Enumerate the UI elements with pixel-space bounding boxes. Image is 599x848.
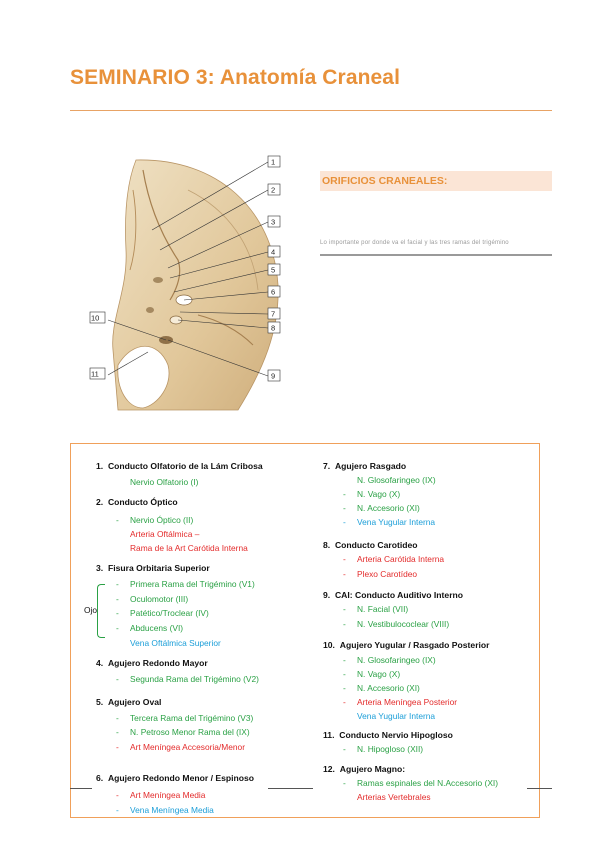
- list-item: Tercera Rama del Trigémino (V3): [130, 713, 254, 723]
- list-item: N. Hipogloso (XII): [357, 744, 424, 754]
- dash-bullet: -: [343, 697, 346, 707]
- section-heading-2: 2. Conducto Óptico: [96, 497, 178, 507]
- orificios-header: ORIFICIOS CRANEALES:: [320, 171, 552, 191]
- section-heading-4: 4. Agujero Redondo Mayor: [96, 658, 208, 668]
- list-item: Arteria Carótida Interna: [357, 554, 445, 564]
- section-heading-7: 7. Agujero Rasgado: [323, 461, 407, 471]
- dash-bullet: -: [116, 713, 119, 723]
- dash-bullet: -: [343, 619, 346, 629]
- figure-label: 6: [271, 288, 275, 297]
- dash-bullet: -: [116, 674, 119, 684]
- figure-label: 8: [271, 324, 275, 333]
- list-item: Segunda Rama del Trigémino (V2): [130, 674, 259, 684]
- fold-mark: [268, 788, 313, 789]
- fold-mark: [70, 788, 92, 789]
- figure-label: 2: [271, 186, 275, 195]
- dash-bullet: -: [343, 489, 346, 499]
- dash-bullet: -: [343, 655, 346, 665]
- list-item: N. Facial (VII): [357, 604, 409, 614]
- list-item: Arteria Meníngea Posterior: [357, 697, 458, 707]
- list-item: Plexo Carotídeo: [357, 569, 418, 579]
- list-item: Vena Oftálmica Superior: [130, 638, 221, 648]
- section-heading-5: 5. Agujero Oval: [96, 697, 162, 707]
- section-heading-3: 3. Fisura Orbitaria Superior: [96, 563, 210, 573]
- dash-bullet: -: [116, 608, 119, 618]
- dash-bullet: -: [343, 683, 346, 693]
- list-item: N. Glosofaringeo (IX): [357, 655, 436, 665]
- list-item: Art Meníngea Accesoria/Menor: [130, 742, 245, 752]
- figure-label: 11: [91, 370, 99, 379]
- dash-bullet: -: [343, 778, 346, 788]
- ojo-label: Ojo: [84, 605, 98, 615]
- section-heading-6: 6. Agujero Redondo Menor / Espinoso: [96, 773, 255, 783]
- list-item: Primera Rama del Trigémino (V1): [130, 579, 255, 589]
- section-heading-8: 8. Conducto Carotideo: [323, 540, 418, 550]
- figure-label: 10: [91, 314, 99, 323]
- dash-bullet: -: [343, 517, 346, 527]
- list-item: Arterias Vertebrales: [357, 792, 431, 802]
- dash-bullet: -: [116, 805, 119, 815]
- figure-label: 1: [271, 158, 275, 167]
- fold-mark: [527, 788, 552, 789]
- dash-bullet: -: [343, 503, 346, 513]
- note-text: Lo importante por donde va el facial y l…: [320, 240, 509, 246]
- figure-label: 9: [271, 372, 275, 381]
- list-item: N. Accesorio (XI): [357, 683, 420, 693]
- list-item: N. Vago (X): [357, 669, 401, 679]
- list-item: Arteria Oftálmica –: [130, 529, 200, 539]
- figure-label: 5: [271, 266, 275, 275]
- dash-bullet: -: [116, 515, 119, 525]
- list-item: N. Petroso Menor Rama del (IX): [130, 727, 250, 737]
- section-heading-1: 1. Conducto Olfatorio de la Lám Cribosa: [96, 461, 263, 471]
- section-heading-11: 11. Conducto Nervio Hipogloso: [323, 730, 453, 740]
- dash-bullet: -: [343, 569, 346, 579]
- title-rule: [70, 110, 552, 111]
- list-item: Vena Meníngea Media: [130, 805, 214, 815]
- list-item: Vena Yugular Interna: [357, 711, 436, 721]
- list-item: Nervio Óptico (II): [130, 515, 194, 525]
- section-heading-12: 12. Agujero Magno:: [323, 764, 406, 774]
- section-heading-9: 9. CAI: Conducto Auditivo Interno: [323, 590, 464, 600]
- dash-bullet: -: [116, 742, 119, 752]
- list-item: Nervio Olfatorio (I): [130, 477, 199, 487]
- dash-bullet: -: [116, 623, 119, 633]
- dash-bullet: -: [116, 790, 119, 800]
- list-item: Patético/Troclear (IV): [130, 608, 209, 618]
- figure-label: 3: [271, 218, 275, 227]
- list-item: Rama de la Art Carótida Interna: [130, 543, 248, 553]
- dash-bullet: -: [116, 579, 119, 589]
- dash-bullet: -: [116, 594, 119, 604]
- list-item: N. Vago (X): [357, 489, 401, 499]
- note-line: [320, 254, 552, 256]
- dash-bullet: -: [343, 554, 346, 564]
- list-item: Vena Yugular Interna: [357, 517, 436, 527]
- list-item: N. Accesorio (XI): [357, 503, 420, 513]
- list-item: Oculomotor (III): [130, 594, 189, 604]
- list-item: Art Meníngea Media: [130, 790, 206, 800]
- dash-bullet: -: [343, 604, 346, 614]
- list-item: N. Glosofaringeo (IX): [357, 475, 436, 485]
- section-heading-10: 10. Agujero Yugular / Rasgado Posterior: [323, 640, 490, 650]
- list-item: Ramas espinales del N.Accesorio (XI): [357, 778, 499, 788]
- figure-label: 7: [271, 310, 275, 319]
- dash-bullet: -: [116, 727, 119, 737]
- dash-bullet: -: [343, 744, 346, 754]
- list-item: Abducens (VI): [130, 623, 184, 633]
- ojo-brace: [97, 584, 105, 638]
- list-item: N. Vestibulococlear (VIII): [357, 619, 450, 629]
- figure-label: 4: [271, 248, 275, 257]
- skull-base-figure: 1 2 3 4 5 6 7 8 9 10 11: [89, 155, 281, 411]
- content-box: [70, 443, 540, 818]
- dash-bullet: -: [343, 669, 346, 679]
- page-title: SEMINARIO 3: Anatomía Craneal: [70, 66, 401, 89]
